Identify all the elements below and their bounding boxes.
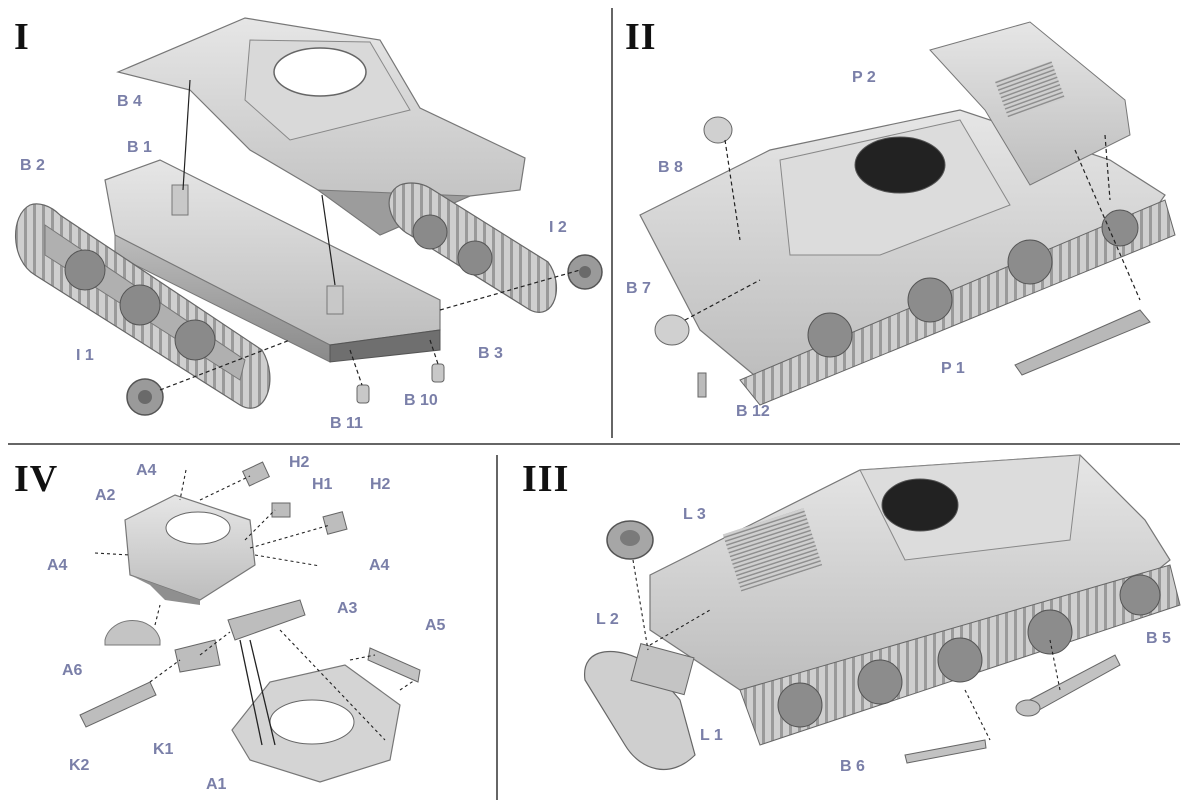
step-1-art (15, 17, 603, 416)
part-label-H1: H1 (312, 476, 333, 493)
part-label-P2: P 2 (852, 69, 876, 86)
step-3-guide-lines (632, 559, 1061, 741)
panel-dividers (8, 8, 1180, 800)
part-label-A2: A2 (95, 487, 116, 504)
part-label-H2-right: H2 (370, 476, 391, 493)
assembled-tank-hull (639, 109, 1176, 406)
lower-hull-B1 (104, 159, 441, 363)
step-4-guide-lines (94, 469, 416, 741)
upper-hull-B4 (116, 17, 526, 236)
exhaust-P1 (1014, 309, 1151, 376)
idler-wheel-I1 (126, 378, 164, 416)
part-label-B7: B 7 (626, 280, 651, 297)
tools-B5-B6 (904, 654, 1121, 764)
step-4-art (79, 461, 421, 783)
step-3-numeral: III (522, 458, 570, 500)
part-label-A3: A3 (337, 600, 358, 617)
part-label-A4-right: A4 (369, 557, 390, 574)
assembled-tank-rear-view (649, 454, 1181, 746)
hatch-B8 (703, 116, 733, 144)
part-B12 (697, 372, 707, 398)
part-label-H2-left: H2 (289, 454, 310, 471)
hatch-B7 (654, 314, 690, 346)
step-2-art (639, 21, 1176, 406)
step-3-art (584, 454, 1181, 771)
part-label-K2: K2 (69, 757, 90, 774)
part-label-A4-left: A4 (47, 557, 68, 574)
left-track (15, 203, 271, 409)
gun-parts-A3-K1-K2 (79, 599, 306, 728)
part-label-B1: B 1 (127, 139, 152, 156)
part-label-B2: B 2 (20, 157, 45, 174)
part-label-A5: A5 (425, 617, 446, 634)
part-label-B4: B 4 (117, 93, 142, 110)
hatch-parts-H1-H2 (241, 461, 348, 535)
part-label-L1: L 1 (700, 727, 723, 744)
part-label-B12: B 12 (736, 403, 770, 420)
part-label-B10: B 10 (404, 392, 438, 409)
step-1-numeral: I (14, 16, 30, 58)
step-4-numeral: IV (14, 458, 59, 500)
right-track (388, 182, 557, 313)
small-parts-B10-B11 (356, 363, 445, 404)
part-label-B11: B 11 (330, 415, 363, 432)
engine-deck-P2 (929, 21, 1131, 186)
part-A5 (367, 647, 421, 683)
step-2-guide-lines (684, 134, 1141, 321)
part-label-A1: A1 (206, 776, 227, 793)
part-label-L3: L 3 (683, 506, 706, 523)
part-label-I2: I 2 (549, 219, 567, 236)
step-1-guide-lines (159, 79, 581, 391)
cupola-A6 (104, 620, 161, 646)
spare-wheel-L3 (606, 520, 654, 560)
part-label-A6: A6 (62, 662, 83, 679)
part-label-K1: K1 (153, 741, 174, 758)
part-label-B3: B 3 (478, 345, 503, 362)
part-label-P1: P 1 (941, 360, 965, 377)
part-label-L2: L 2 (596, 611, 619, 628)
stowage-L1-L2 (584, 643, 696, 771)
part-label-I1: I 1 (76, 347, 94, 364)
turret-ring-A1 (231, 664, 401, 783)
part-label-B5: B 5 (1146, 630, 1171, 647)
part-label-A4-top: A4 (136, 462, 157, 479)
turret-A2 (124, 494, 256, 605)
part-label-B8: B 8 (658, 159, 683, 176)
part-label-B6: B 6 (840, 758, 865, 775)
step-4-arrows (239, 639, 276, 746)
step-2-numeral: II (625, 16, 657, 58)
drive-wheel-I2 (567, 254, 603, 290)
